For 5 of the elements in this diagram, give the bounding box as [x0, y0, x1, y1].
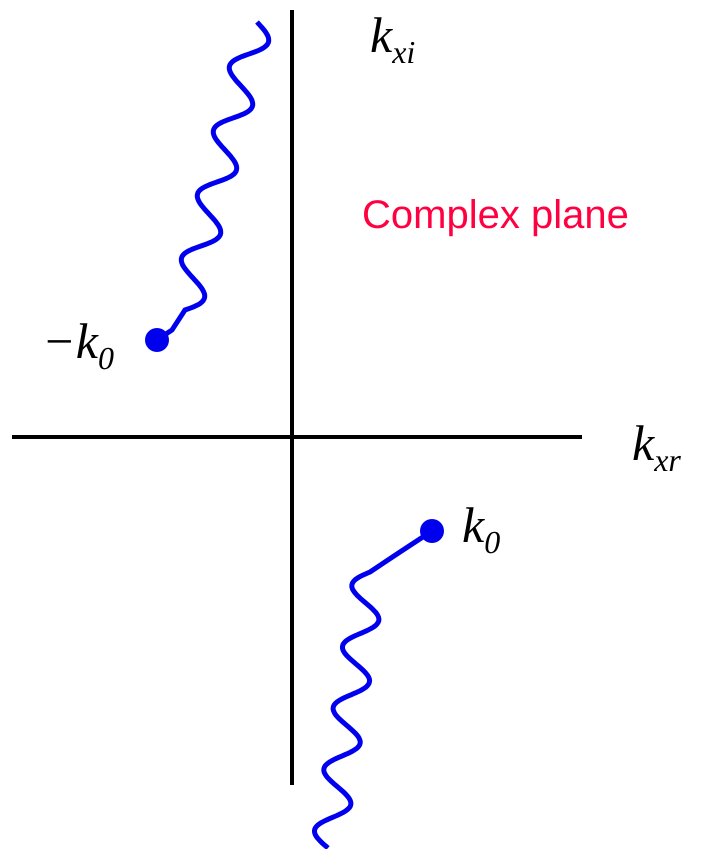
axis-label: k$_{xi}$	[370, 10, 416, 68]
axis-label: k$_{xr}$	[632, 418, 681, 476]
point-label: −k$_{0}$	[42, 316, 114, 374]
plane-label: Complex plane	[362, 195, 629, 235]
point-label: k$_{0}$	[462, 500, 500, 558]
